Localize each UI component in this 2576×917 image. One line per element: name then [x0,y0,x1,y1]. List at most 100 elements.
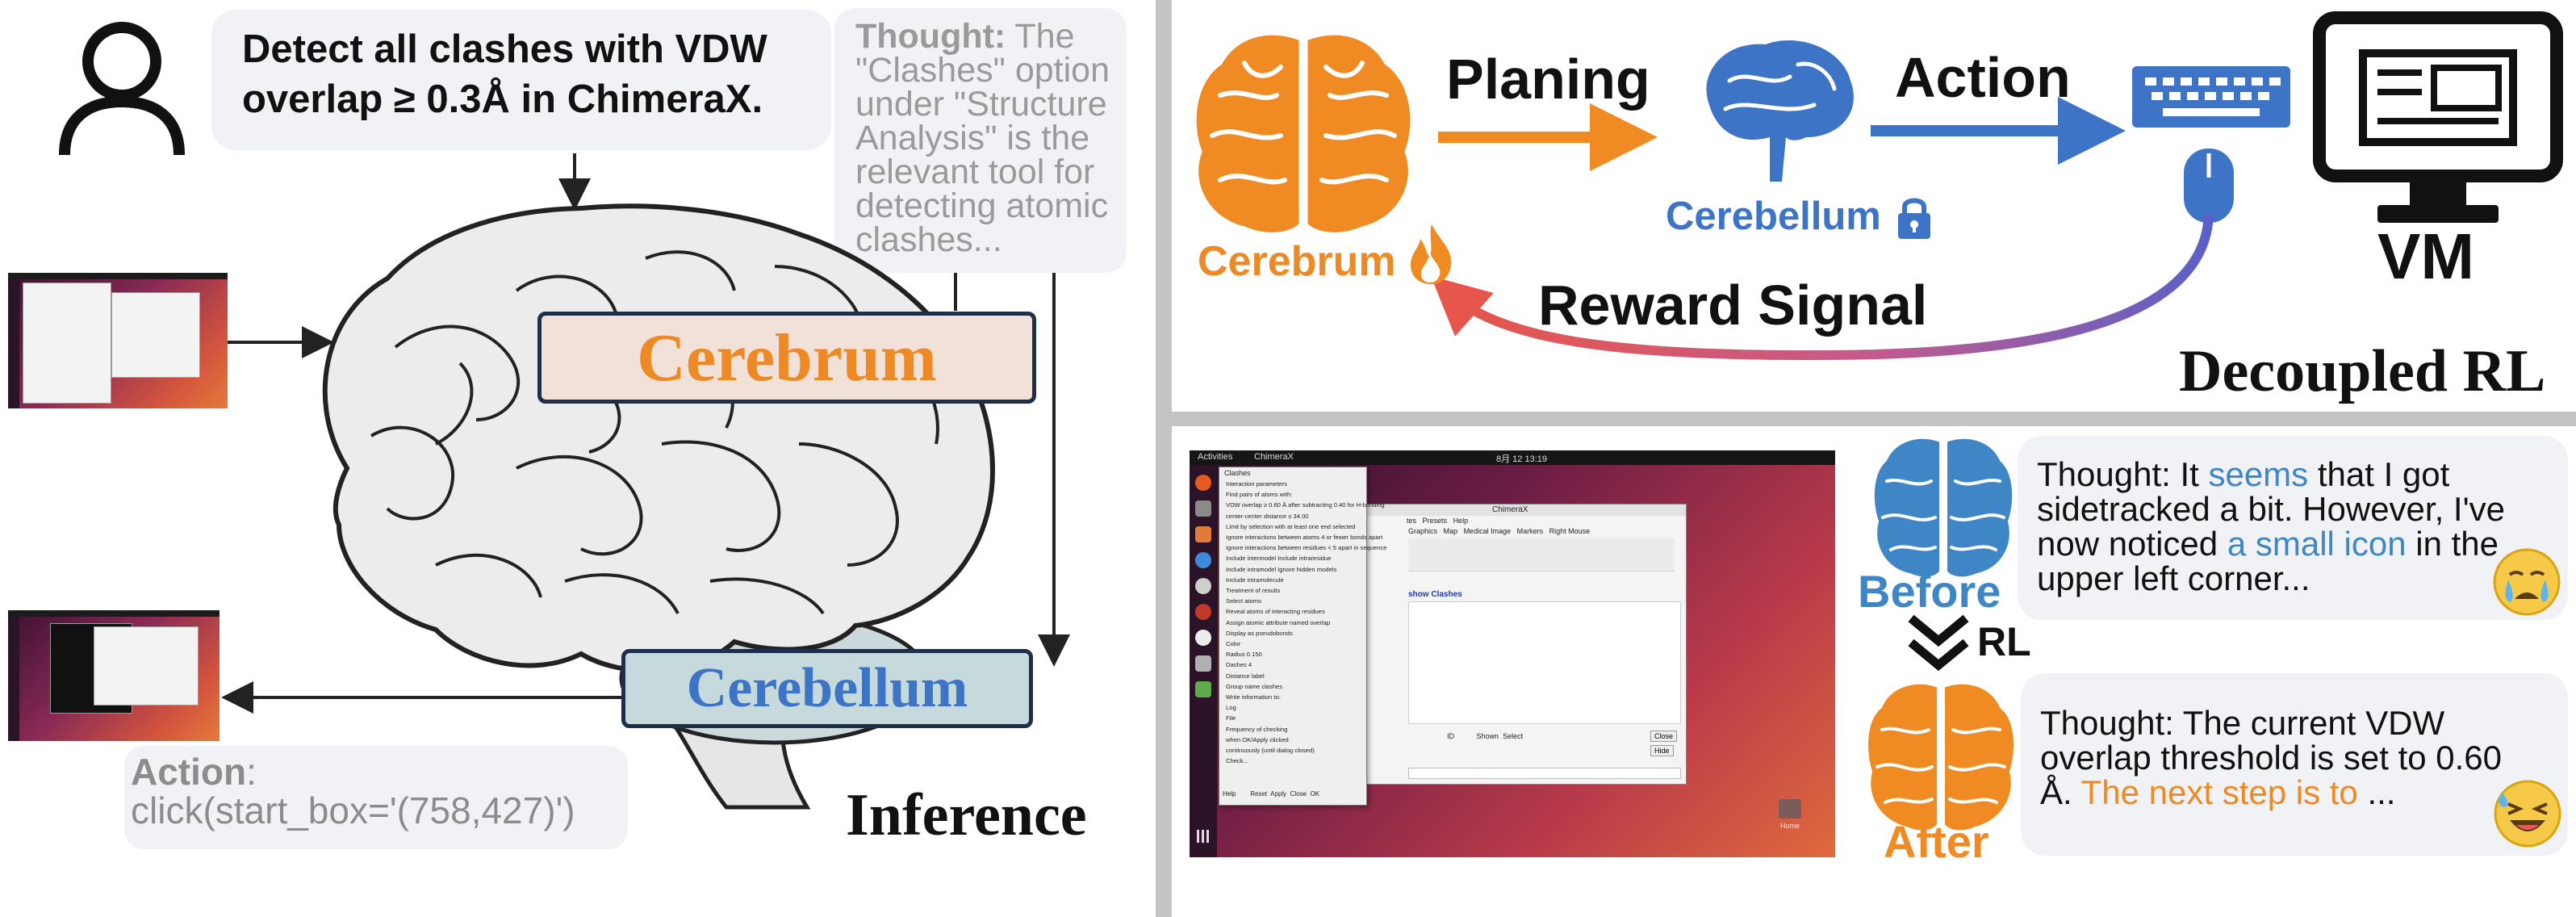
dialog-line[interactable]: Include intramolecule [1226,576,1284,584]
dialog-apply-button[interactable]: Apply [1270,790,1287,798]
dialog-close-button[interactable]: Close [1290,790,1307,798]
before-thought-highlight1: seems [2208,455,2309,493]
ribbon-toolbar[interactable] [1408,538,1675,572]
after-thought-part2: ... [2357,773,2396,811]
dialog-line[interactable]: when OK/Apply clicked [1226,735,1289,743]
cerebellum-brain-icon [1706,40,1854,182]
cerebrum-brain-icon [1192,31,1415,237]
action-label-rl: Action [1895,46,2071,109]
menu-help[interactable]: Help [1453,517,1469,525]
input-screenshot-thumbnail [8,273,228,408]
dialog-line[interactable]: Limit by selection with at least one end… [1226,522,1356,530]
home-folder-label: Home [1780,822,1800,830]
thought-body: The "Clashes" option under "Structure An… [855,17,1110,259]
dialog-line[interactable]: Reveal atoms of interacting residues [1226,608,1325,616]
dialog-reset-button[interactable]: Reset [1250,790,1268,798]
dialog-line[interactable]: Display as pseudobonds [1226,629,1293,637]
col-id: ID [1447,732,1454,740]
dialog-line[interactable]: Ignore interactions between atoms 4 or f… [1226,534,1383,542]
dock-icon-3[interactable] [1195,526,1211,542]
models-table-header: ID Shown Select [1447,732,1523,740]
dialog-line[interactable]: Radius 0.150 [1226,651,1262,659]
dialog-help-button[interactable]: Help [1223,790,1236,798]
inference-title: Inference [846,782,1087,848]
menu-tools[interactable]: tes [1407,517,1417,525]
tab-graphics[interactable]: Graphics [1408,527,1438,535]
mouse-icon [2184,149,2234,223]
models-hide-button[interactable]: Hide [1650,745,1674,756]
reward-signal-label: Reward Signal [1538,274,1928,337]
command-line[interactable] [1408,768,1681,779]
models-close-button[interactable]: Close [1650,731,1678,742]
dock-icon-5[interactable] [1195,578,1211,594]
vm-label: VM [2377,220,2474,292]
cerebrum-box: Cerebrum [537,312,1036,404]
dialog-line: Write information to: [1226,693,1281,701]
dialog-line[interactable]: File [1226,714,1236,722]
cerebrum-label-rl: Cerebrum [1198,238,1396,285]
dock-icon-2[interactable] [1195,500,1211,517]
crying-emoji-icon [2493,548,2561,616]
tab-map[interactable]: Map [1443,527,1458,535]
vdw-overlap-field[interactable]: VDW overlap ≥ 0.60 Å after subtracting 0… [1226,501,1385,509]
dialog-line[interactable]: Select atoms [1226,597,1261,605]
cerebrum-label: Cerebrum [637,320,937,396]
dialog-line[interactable]: Ignore interactions between residues < 5… [1226,544,1387,552]
before-thought-part3: in the upper left corner... [2037,525,2499,597]
before-thought-text: Thought: It seems that I got sidetracked… [2037,457,2537,596]
dialog-line[interactable]: continuously (until dialog closed) [1226,747,1315,755]
menu-presets[interactable]: Presets [1422,517,1448,525]
main-menu: tes Presets Help [1407,517,1468,525]
before-thought-part2: that I got sidetracked a bit. However, I… [2037,455,2505,563]
activities-label[interactable]: Activities [1198,452,1233,462]
cerebellum-label-rl: Cerebellum [1666,195,1881,238]
thought-label: Thought: [855,17,1006,56]
tab-right-mouse[interactable]: Right Mouse [1549,527,1591,535]
reward-signal-curve [1431,213,2214,361]
before-brain-icon [1871,435,2016,580]
dialog-line[interactable]: Color [1226,640,1241,648]
inference-arrows [221,153,1070,714]
dialog-line[interactable]: center-center distance ≤ 34.00 [1226,512,1309,520]
dock-icon-8[interactable] [1195,655,1211,672]
dock-icon-6[interactable] [1195,604,1211,620]
dock-icon-4[interactable] [1195,552,1211,568]
dialog-line[interactable]: Distance label [1226,672,1265,680]
tab-markers[interactable]: Markers [1516,527,1544,535]
desktop-top-bar [1190,450,1835,465]
dialog-line: Find pairs of atoms with: [1226,491,1293,499]
dock-icon-1[interactable] [1195,475,1211,491]
after-thought-text: Thought: The current VDW overlap thresho… [2040,706,2532,810]
dialog-line: Treatment of results [1226,587,1281,595]
check-button[interactable]: Check... [1226,757,1248,765]
flame-icon [1411,224,1452,284]
after-brain-icon [1865,680,2017,834]
dialog-line[interactable]: Assign atomic attribute named overlap [1226,618,1331,626]
after-thought-highlight: The next step is to [2080,773,2358,811]
action-command: click(start_box='(758,427)') [131,789,575,831]
double-chevron-down-icon [1908,614,1969,672]
dialog-line[interactable]: Dashes 4 [1226,661,1252,669]
laughing-emoji-icon [2494,780,2561,848]
keyboard-icon [2132,66,2290,128]
log-entry: show Clashes [1408,590,1462,599]
dialog-line[interactable]: Include intermodel Include intraresidue [1226,555,1332,563]
cerebellum-label: Cerebellum [686,657,968,719]
dialog-ok-button[interactable]: OK [1310,790,1320,798]
before-thought-bubble [2018,436,2568,620]
after-thought-part1: Thought: The current VDW overlap thresho… [2040,704,2503,811]
cerebellum-box: Cerebellum [621,649,1033,728]
dialog-line[interactable]: Log [1226,704,1236,712]
before-thought-part1: Thought: It [2037,455,2209,493]
tab-medical-image[interactable]: Medical Image [1463,527,1512,535]
thought-text: Thought: The "Clashes" option under "Str… [855,17,1114,259]
app-grid-icon[interactable] [1197,830,1210,843]
user-icon [59,22,185,156]
graphics-area[interactable] [1408,601,1681,724]
dialog-line[interactable]: Group name clashes [1226,682,1283,690]
dialog-line[interactable]: Include intramodel Ignore hidden models [1226,565,1337,573]
home-folder-icon[interactable] [1779,799,1801,819]
dock-icon-9[interactable] [1195,681,1211,697]
rl-label: RL [1977,619,2031,664]
dock-icon-7[interactable] [1195,630,1211,646]
